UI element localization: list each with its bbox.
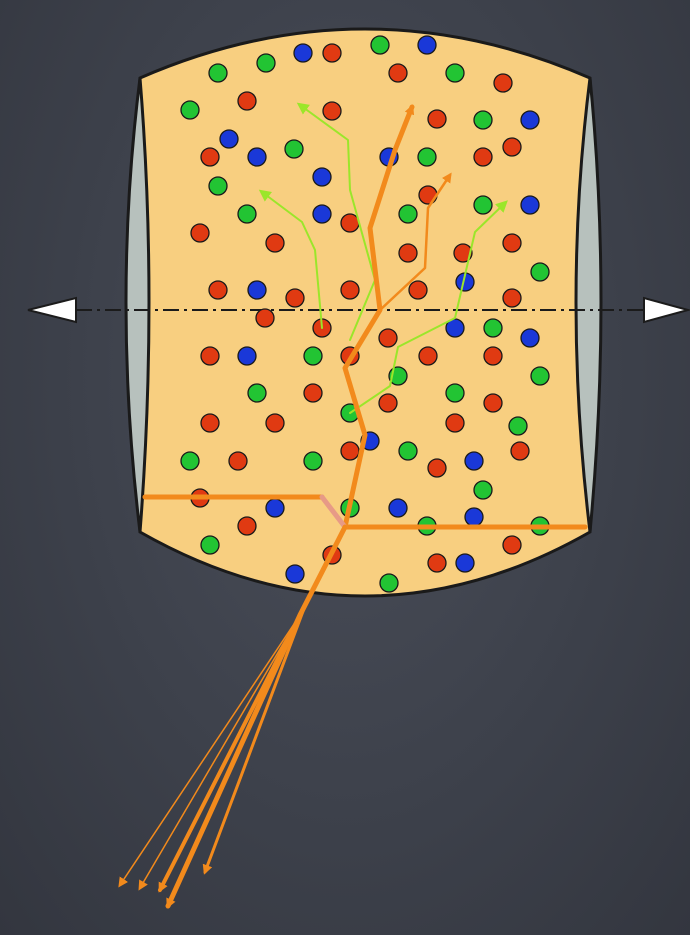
left-beam-arrow-icon — [28, 298, 76, 322]
red-particle — [266, 234, 284, 252]
green-particle — [509, 417, 527, 435]
green-particle — [304, 347, 322, 365]
blue-particle — [266, 499, 284, 517]
red-particle — [238, 92, 256, 110]
red-particle — [304, 384, 322, 402]
red-particle — [341, 214, 359, 232]
red-particle — [323, 102, 341, 120]
red-particle — [201, 414, 219, 432]
red-particle — [419, 347, 437, 365]
away-side-fragment — [205, 606, 305, 872]
green-particle — [201, 536, 219, 554]
red-particle — [484, 394, 502, 412]
blue-particle — [313, 205, 331, 223]
green-particle — [257, 54, 275, 72]
blue-particle — [389, 499, 407, 517]
red-particle — [494, 74, 512, 92]
green-particle — [399, 205, 417, 223]
red-particle — [484, 347, 502, 365]
green-particle — [371, 36, 389, 54]
blue-particle — [238, 347, 256, 365]
red-particle — [323, 44, 341, 62]
green-particle — [181, 101, 199, 119]
green-particle — [209, 64, 227, 82]
red-particle — [201, 148, 219, 166]
red-particle — [209, 281, 227, 299]
red-particle — [238, 517, 256, 535]
away-side-fragment — [140, 615, 300, 888]
blue-particle — [465, 508, 483, 526]
blue-particle — [521, 329, 539, 347]
red-particle — [256, 309, 274, 327]
green-particle — [418, 148, 436, 166]
blue-particle — [248, 281, 266, 299]
blue-particle — [286, 565, 304, 583]
green-particle — [531, 263, 549, 281]
red-particle — [286, 289, 304, 307]
red-particle — [503, 289, 521, 307]
red-particle — [474, 148, 492, 166]
green-particle — [446, 64, 464, 82]
red-particle — [229, 452, 247, 470]
red-particle — [419, 186, 437, 204]
green-particle — [474, 196, 492, 214]
red-particle — [201, 347, 219, 365]
red-particle — [503, 234, 521, 252]
red-particle — [409, 281, 427, 299]
left-end-cap — [126, 78, 149, 532]
red-particle — [399, 244, 417, 262]
right-beam-arrow-icon — [644, 298, 688, 322]
green-particle — [238, 205, 256, 223]
blue-particle — [220, 130, 238, 148]
blue-particle — [521, 111, 539, 129]
blue-particle — [521, 196, 539, 214]
red-particle — [503, 536, 521, 554]
red-particle — [428, 459, 446, 477]
red-particle — [341, 442, 359, 460]
red-particle — [428, 554, 446, 572]
red-particle — [191, 224, 209, 242]
blue-particle — [313, 168, 331, 186]
red-particle — [341, 281, 359, 299]
blue-particle — [465, 452, 483, 470]
red-particle — [389, 64, 407, 82]
blue-particle — [418, 36, 436, 54]
blue-particle — [248, 148, 266, 166]
away-side-fragment — [120, 615, 300, 885]
green-particle — [181, 452, 199, 470]
green-particle — [446, 384, 464, 402]
green-particle — [474, 111, 492, 129]
green-particle — [484, 319, 502, 337]
green-particle — [399, 442, 417, 460]
red-particle — [379, 394, 397, 412]
green-particle — [531, 367, 549, 385]
red-particle — [428, 110, 446, 128]
green-particle — [474, 481, 492, 499]
red-particle — [266, 414, 284, 432]
red-particle — [379, 329, 397, 347]
green-particle — [209, 177, 227, 195]
blue-particle — [456, 554, 474, 572]
red-particle — [503, 138, 521, 156]
green-particle — [380, 574, 398, 592]
red-particle — [511, 442, 529, 460]
green-particle — [248, 384, 266, 402]
green-particle — [304, 452, 322, 470]
red-particle — [446, 414, 464, 432]
green-particle — [285, 140, 303, 158]
blue-particle — [294, 44, 312, 62]
away-side-jet — [168, 527, 345, 906]
away-side-fragment — [160, 615, 300, 890]
